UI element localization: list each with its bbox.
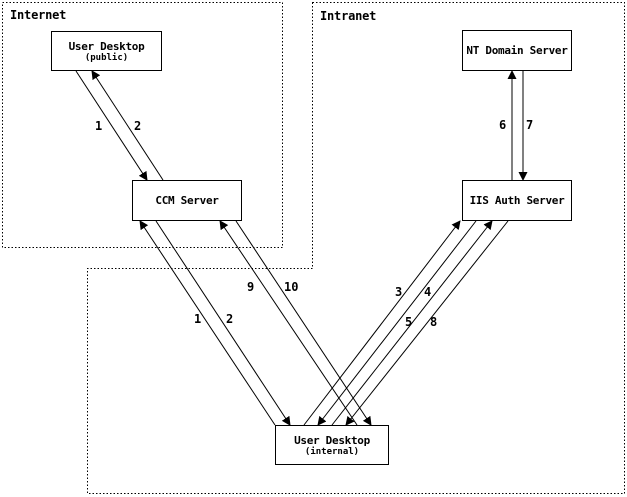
step-label-2-public: 2 [134,119,142,133]
node-title: IIS Auth Server [469,194,565,207]
edge-step2-ccm-to-public-desktop [91,70,164,181]
internet-zone-border [2,2,283,248]
node-user-desktop-public: User Desktop (public) [51,31,162,71]
edge-step8-iis-to-internal-desktop [345,220,509,426]
node-iis-auth-server: IIS Auth Server [462,180,572,221]
node-title: CCM Server [155,194,219,207]
step-label-7: 7 [526,118,534,132]
edge-step4-iis-to-internal-desktop [317,220,477,426]
node-subtitle: (public) [84,52,129,63]
node-nt-domain-server: NT Domain Server [462,30,572,71]
step-label-1-internal: 1 [194,312,202,326]
internet-zone-label: Internet [10,8,67,22]
edge-step9-internal-desktop-to-ccm [219,220,358,426]
intranet-zone-label: Intranet [320,9,377,23]
edge-step3-internal-desktop-to-iis [303,220,461,426]
step-label-2-internal: 2 [226,312,234,326]
edge-step10-ccm-to-internal-desktop [235,220,372,426]
node-title: NT Domain Server [466,44,568,57]
edge-step2-ccm-to-internal-desktop [155,220,291,426]
edge-step1-internal-desktop-to-ccm [139,220,276,426]
step-label-5: 5 [405,315,413,329]
step-label-10: 10 [284,280,299,294]
intranet-zone-border [87,2,625,494]
node-user-desktop-internal: User Desktop (internal) [275,425,389,465]
step-label-1-public: 1 [95,119,103,133]
step-label-8: 8 [430,315,438,329]
step-label-6: 6 [499,118,507,132]
node-title: User Desktop [294,433,370,447]
node-subtitle: (internal) [304,446,360,457]
node-title: User Desktop [68,39,145,53]
step-label-9: 9 [247,280,255,294]
edge-step1-public-desktop-to-ccm [75,70,148,181]
node-ccm-server: CCM Server [132,180,242,221]
edge-step5-internal-desktop-to-iis [331,220,493,426]
step-label-3: 3 [395,285,403,299]
step-label-4: 4 [424,285,432,299]
